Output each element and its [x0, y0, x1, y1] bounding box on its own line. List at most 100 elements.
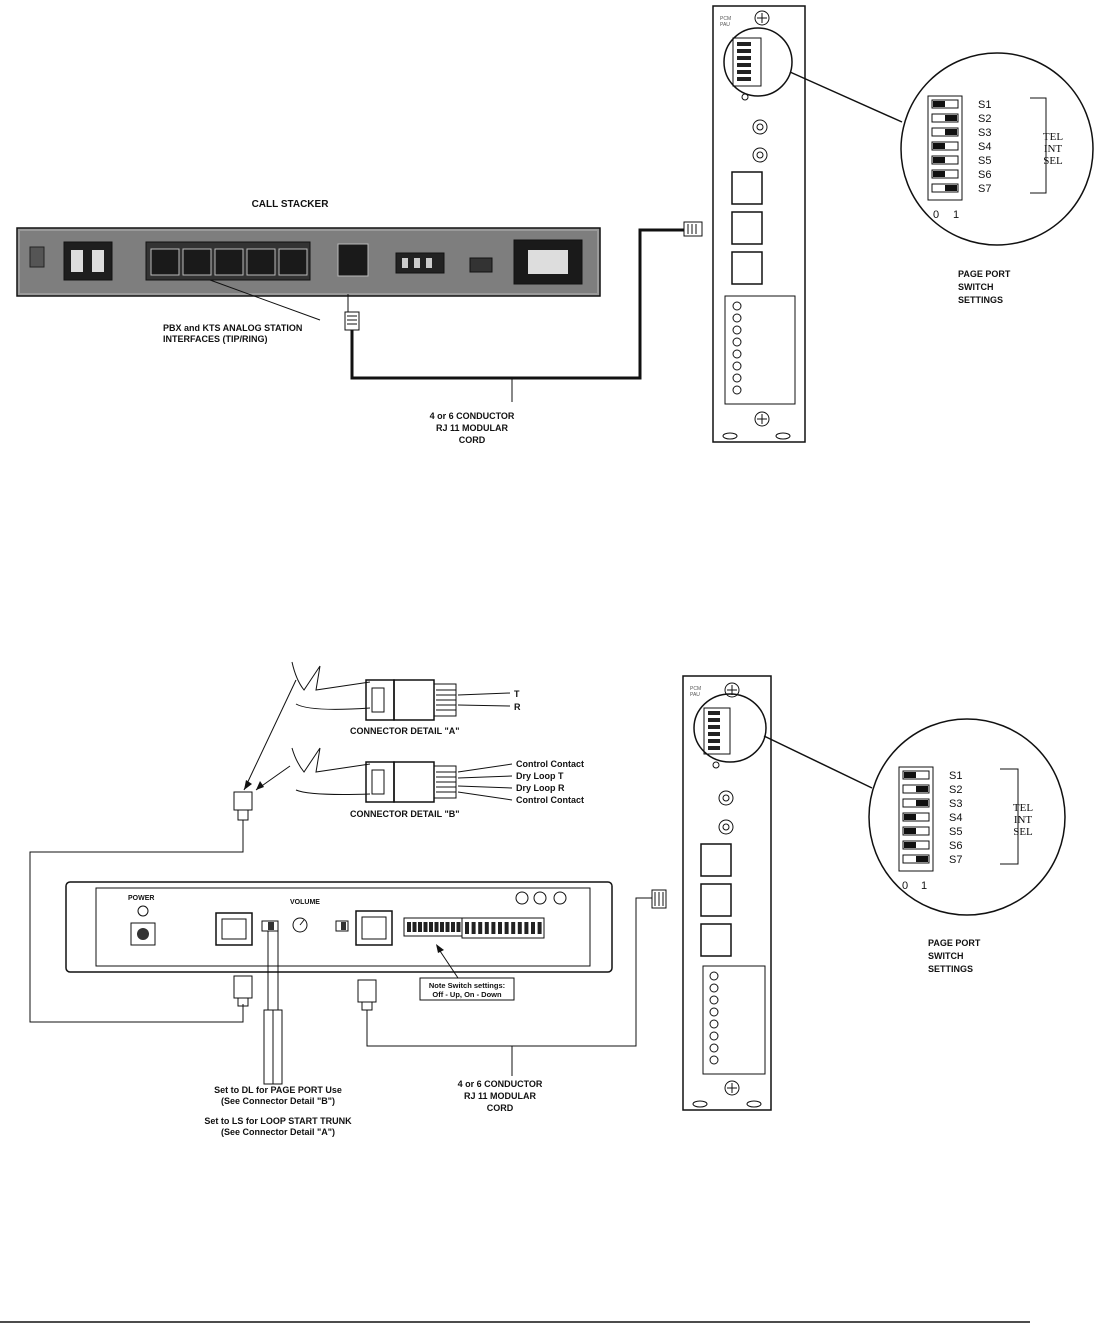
- group-int-top: INT: [1044, 143, 1063, 155]
- pbx-label-line2: INTERFACES (TIP/RING): [163, 334, 268, 344]
- dip-knob: [916, 786, 928, 792]
- cord-label-bottom-2: RJ 11 MODULAR: [464, 1091, 537, 1101]
- volume-label: VOLUME: [290, 899, 320, 906]
- pcm-title-bottom: PCM: [690, 686, 701, 692]
- dip-sliders-bottom: [902, 770, 930, 864]
- note-box: Note Switch settings: Off - Up, On - Dow…: [419, 944, 515, 1001]
- modular-cord-bottom: [366, 897, 652, 1047]
- cord-label-top-3: CORD: [459, 435, 486, 445]
- bar: [465, 922, 469, 934]
- dip-knob: [904, 842, 916, 848]
- switch-label: S5: [978, 155, 991, 167]
- connector-detail-a: T R CONNECTOR DETAIL "A": [291, 661, 521, 736]
- connector-detail-b: Control Contact Dry Loop T Dry Loop R Co…: [291, 747, 584, 819]
- rj11-plug-right: [683, 221, 703, 237]
- input-station-ports: [145, 241, 311, 281]
- pin-dry-t: Dry Loop T: [516, 771, 564, 781]
- switch-label: S1: [949, 770, 962, 782]
- dc-jack: [130, 922, 156, 946]
- pbx-leader: [209, 279, 321, 321]
- switch-label: S1: [978, 99, 991, 111]
- axis-0-bottom: 0: [902, 880, 908, 892]
- rj11-jack-right: [355, 910, 393, 946]
- cord-label-bottom-3: CORD: [487, 1103, 514, 1113]
- bar: [445, 922, 450, 932]
- switch-label: S3: [978, 127, 991, 139]
- bar: [471, 922, 476, 934]
- mini-dip-switch-top: [732, 37, 762, 87]
- power-led: [137, 905, 149, 917]
- call-stacker-unit: [16, 227, 601, 297]
- bar: [434, 922, 439, 932]
- tel-int-sel-bracket-bottom: [1000, 768, 1019, 865]
- bar: [517, 922, 522, 934]
- rj11-plug-lower-right: [357, 979, 377, 1011]
- cord-label-bottom-1: 4 or 6 CONDUCTOR: [458, 1079, 543, 1089]
- dip-knob: [945, 185, 957, 191]
- cord-label-top-2: RJ 11 MODULAR: [436, 423, 509, 433]
- group-tel-top: TEL: [1043, 131, 1063, 143]
- switch-label: S4: [949, 812, 962, 824]
- tel-int-sel-bracket-top: [1030, 97, 1047, 194]
- axis-1-top: 1: [953, 209, 959, 221]
- bar: [412, 922, 417, 932]
- dip-sliders-top: [931, 99, 959, 193]
- bar: [524, 922, 529, 934]
- switch-label: S2: [978, 113, 991, 125]
- modular-cord-top: [350, 228, 684, 380]
- dip-knob: [945, 129, 957, 135]
- led-in-use: [515, 891, 529, 905]
- bar: [423, 922, 428, 932]
- axis-0-top: 0: [933, 209, 939, 221]
- switch-label: S3: [949, 798, 962, 810]
- terminal-block-top: [724, 295, 796, 405]
- switch-label: S2: [949, 784, 962, 796]
- mini-dip-switch-bottom: [703, 707, 731, 755]
- set-dl-2: (See Connector Detail "B"): [221, 1096, 335, 1106]
- bar: [440, 922, 444, 932]
- connector-a-label: CONNECTOR DETAIL "A": [350, 726, 460, 736]
- dl-ls-switch: [261, 920, 279, 932]
- volume-knob: [292, 917, 308, 933]
- bar: [429, 922, 433, 932]
- rj11-plug-left: [344, 311, 360, 331]
- unit-terminal-bars: [465, 922, 542, 934]
- unit-dip-bars: [407, 922, 461, 932]
- loop-wire: [29, 820, 244, 1023]
- dip-knob: [916, 856, 928, 862]
- bar: [511, 922, 516, 934]
- switch-label: S7: [949, 854, 962, 866]
- dip-knob: [933, 171, 945, 177]
- bar: [498, 922, 502, 934]
- bar: [456, 922, 461, 932]
- pin-r: R: [514, 702, 521, 712]
- dip-knob: [904, 772, 916, 778]
- page-port-top-2: SWITCH: [958, 282, 994, 292]
- bar: [504, 922, 509, 934]
- axis-1-bottom: 1: [921, 880, 927, 892]
- control-switch: [469, 257, 493, 273]
- pin-t: T: [514, 689, 520, 699]
- pin-control-1: Control Contact: [516, 759, 584, 769]
- page-port-top-1: PAGE PORT: [958, 269, 1011, 279]
- rj11-plug-panel: [651, 889, 667, 909]
- top-diagram: CALL STACKER: [16, 5, 1094, 445]
- group-sel-bottom: SEL: [1013, 826, 1033, 838]
- call-stacker-title: CALL STACKER: [252, 199, 330, 210]
- set-ls-1: Set to LS for LOOP START TRUNK: [204, 1116, 352, 1126]
- connector-b-label: CONNECTOR DETAIL "B": [350, 809, 460, 819]
- pcm-sub: PAU: [720, 22, 730, 28]
- dip-knob: [933, 157, 945, 163]
- pin-control-2: Control Contact: [516, 795, 584, 805]
- page-port-bottom-2: SWITCH: [928, 951, 964, 961]
- rj11-jack-left: [215, 912, 253, 946]
- bar: [484, 922, 489, 934]
- panel-jack-3: [731, 251, 763, 285]
- call-stacker-unit-bottom: POWER VOLUME: [65, 881, 613, 973]
- set-ls-2: (See Connector Detail "A"): [221, 1127, 335, 1137]
- dip-switch-top: [927, 95, 963, 201]
- pcm-sub-bottom: PAU: [690, 692, 700, 698]
- note-line1: Note Switch settings:: [429, 981, 505, 990]
